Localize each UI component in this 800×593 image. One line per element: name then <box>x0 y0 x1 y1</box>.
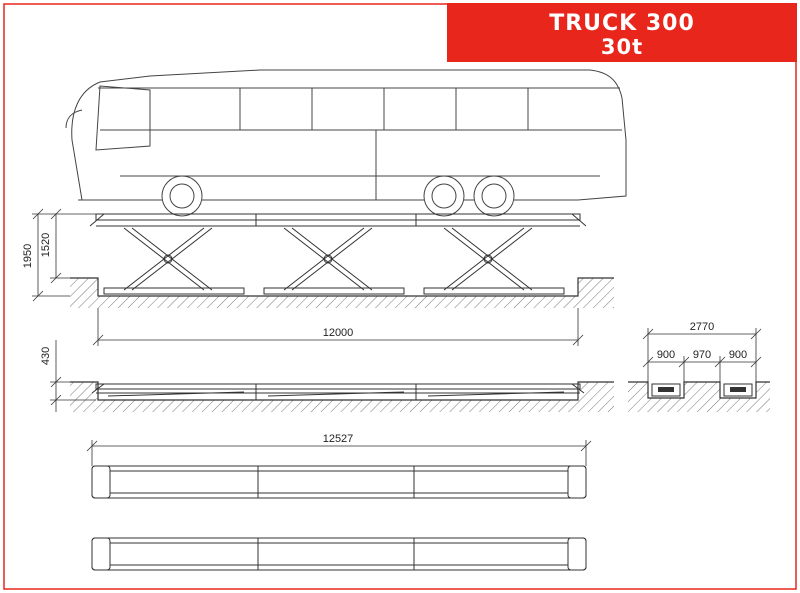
pit-depth-label: 430 <box>40 347 52 365</box>
track-right-label: 900 <box>729 349 747 361</box>
platform-length-label: 12000 <box>323 327 354 339</box>
scissor-mechanism <box>103 227 565 295</box>
model-capacity: 30t <box>600 35 644 59</box>
total-width-label: 2770 <box>690 321 714 333</box>
lift-platform <box>89 213 587 227</box>
top-view-track-2 <box>91 537 587 571</box>
width-dimension-lines <box>642 328 762 382</box>
red-border <box>3 3 797 590</box>
lift-lowered <box>91 383 585 400</box>
track-gap-label: 970 <box>693 349 711 361</box>
pit-depth-dimension <box>50 340 96 412</box>
platform-length-dimension <box>92 308 584 346</box>
model-name: TRUCK 300 <box>549 11 695 36</box>
lift-height-label: 1520 <box>40 233 52 257</box>
overall-length-dimension <box>86 440 592 466</box>
bus-outline <box>65 69 627 217</box>
end-view <box>628 381 770 412</box>
model-title-badge: TRUCK 300 30t <box>447 3 797 62</box>
track-left-label: 900 <box>657 349 675 361</box>
ground-hatch-top <box>70 277 614 308</box>
ground-hatch-lowered <box>70 381 614 412</box>
total-height-label: 1950 <box>22 244 34 268</box>
top-view-track-1 <box>91 465 587 499</box>
height-dimension-lines <box>32 208 96 302</box>
overall-length-label: 12527 <box>323 433 354 445</box>
